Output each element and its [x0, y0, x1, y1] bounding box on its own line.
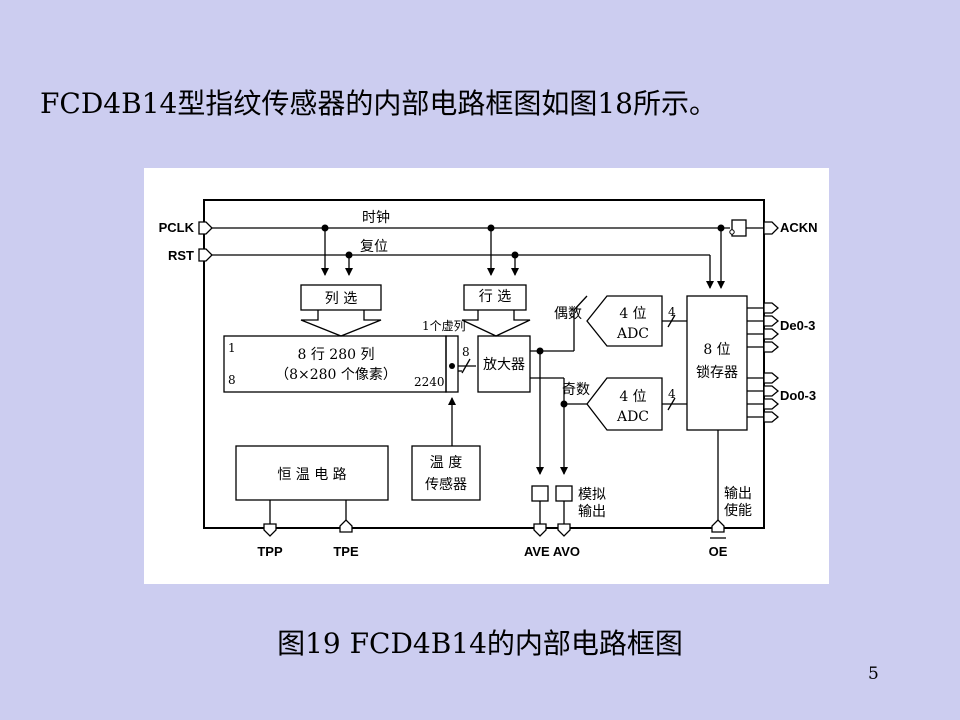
bus-slash-4a — [667, 314, 676, 328]
virtual-column — [445, 335, 459, 393]
rst-pin-icon — [198, 248, 213, 262]
page-number: 5 — [868, 664, 879, 684]
thermostat-label: 恒 温 电 路 — [277, 467, 346, 483]
even-diag — [573, 295, 588, 311]
bus-width-8: 8 — [462, 345, 470, 359]
analog-output-label-line1: 模拟 — [578, 487, 606, 503]
bus-slash-4b — [667, 397, 676, 411]
do-pin-icon-3 — [763, 411, 780, 423]
figure-caption: 图19 FCD4B14的内部电路框图 — [277, 627, 683, 660]
latch-block — [686, 295, 748, 431]
pixel-array — [223, 335, 447, 393]
row-select-funnel — [461, 310, 531, 337]
output-enable-label-line2: 使能 — [724, 502, 752, 519]
tpp-label: TPP — [257, 544, 283, 559]
latch-label-line2: 锁存器 — [696, 365, 738, 381]
de-pin-icon-1 — [763, 315, 780, 327]
reset-signal-label: 复位 — [360, 238, 388, 255]
block-diagram-figure: PCLK RST ACKN De0-3 Do0-3 TPP TPE AVE AV… — [144, 168, 829, 584]
ackn-pin-icon — [763, 221, 779, 235]
even-signal-label: 偶数 — [554, 306, 582, 322]
ackn-label: ACKN — [780, 220, 818, 235]
pclk-pin-icon — [198, 221, 213, 235]
array-row-last: 8 — [228, 373, 236, 387]
de-pin-icon-0 — [763, 302, 780, 314]
tpp-pin-icon — [263, 523, 277, 537]
array-pixel-count: 2240 — [414, 375, 445, 389]
avo-pin-icon — [557, 523, 571, 537]
temp-sensor-label-line1: 温 度 — [430, 455, 462, 471]
ave-avo-label: AVE AVO — [524, 544, 580, 559]
analog-output-label-line2: 输出 — [578, 504, 606, 520]
de-label: De0-3 — [780, 318, 815, 333]
analog-buffer-odd — [555, 485, 573, 502]
adc-even-label-line1: 4 位 — [619, 306, 646, 322]
oe-pin-icon — [711, 519, 725, 533]
do-pin-icon-1 — [763, 385, 780, 397]
pclk-label: PCLK — [159, 220, 195, 235]
latch-label-line1: 8 位 — [703, 342, 730, 358]
oe-label: OE — [709, 544, 728, 559]
col-select-funnel — [300, 310, 382, 337]
row-select-block — [463, 284, 527, 311]
amplifier-label: 放大器 — [483, 357, 525, 373]
adc-even-label-line2: ADC — [616, 326, 649, 342]
array-label-line2: （8×280 个像素） — [275, 367, 397, 383]
do-pin-icon-0 — [763, 372, 780, 384]
adc-odd-label-line1: 4 位 — [619, 389, 646, 405]
output-enable-label-line1: 输出 — [724, 486, 752, 502]
temp-sensor-label-line2: 传感器 — [425, 476, 467, 493]
adc-odd-label-line2: ADC — [616, 409, 649, 425]
block-diagram: PCLK RST ACKN De0-3 Do0-3 TPP TPE AVE AV… — [159, 199, 818, 559]
array-label-line1: 8 行 280 列 — [298, 347, 375, 363]
junction-dots — [321, 224, 735, 408]
do-label: Do0-3 — [780, 388, 816, 403]
amplifier-block — [477, 335, 531, 393]
col-select-label: 列 选 — [325, 291, 357, 307]
rst-label: RST — [168, 248, 194, 263]
bus-width-4-even: 4 — [668, 305, 676, 319]
row-select-label: 行 选 — [479, 289, 511, 305]
temp-sensor-block — [411, 445, 481, 501]
ave-pin-icon — [533, 523, 547, 537]
de-pin-icon-3 — [763, 341, 780, 353]
odd-signal-label: 奇数 — [562, 381, 590, 398]
bus-slash-8 — [461, 358, 471, 374]
slide-title: FCD4B14型指纹传感器的内部电路框图如图18所示。 — [40, 87, 717, 120]
do-pin-icon-2 — [763, 398, 780, 410]
analog-buffer-even — [531, 485, 549, 502]
de-pin-icon-2 — [763, 328, 780, 340]
array-row-first: 1 — [228, 341, 236, 355]
tpe-label: TPE — [333, 544, 359, 559]
chip-outline — [203, 199, 765, 529]
clock-signal-label: 时钟 — [362, 209, 390, 226]
bus-width-4-odd: 4 — [668, 387, 676, 401]
virtual-column-label: 1个虚列 — [422, 319, 466, 333]
thermostat-block — [235, 445, 389, 501]
tpe-pin-icon — [339, 519, 353, 533]
col-select-block — [300, 284, 382, 311]
